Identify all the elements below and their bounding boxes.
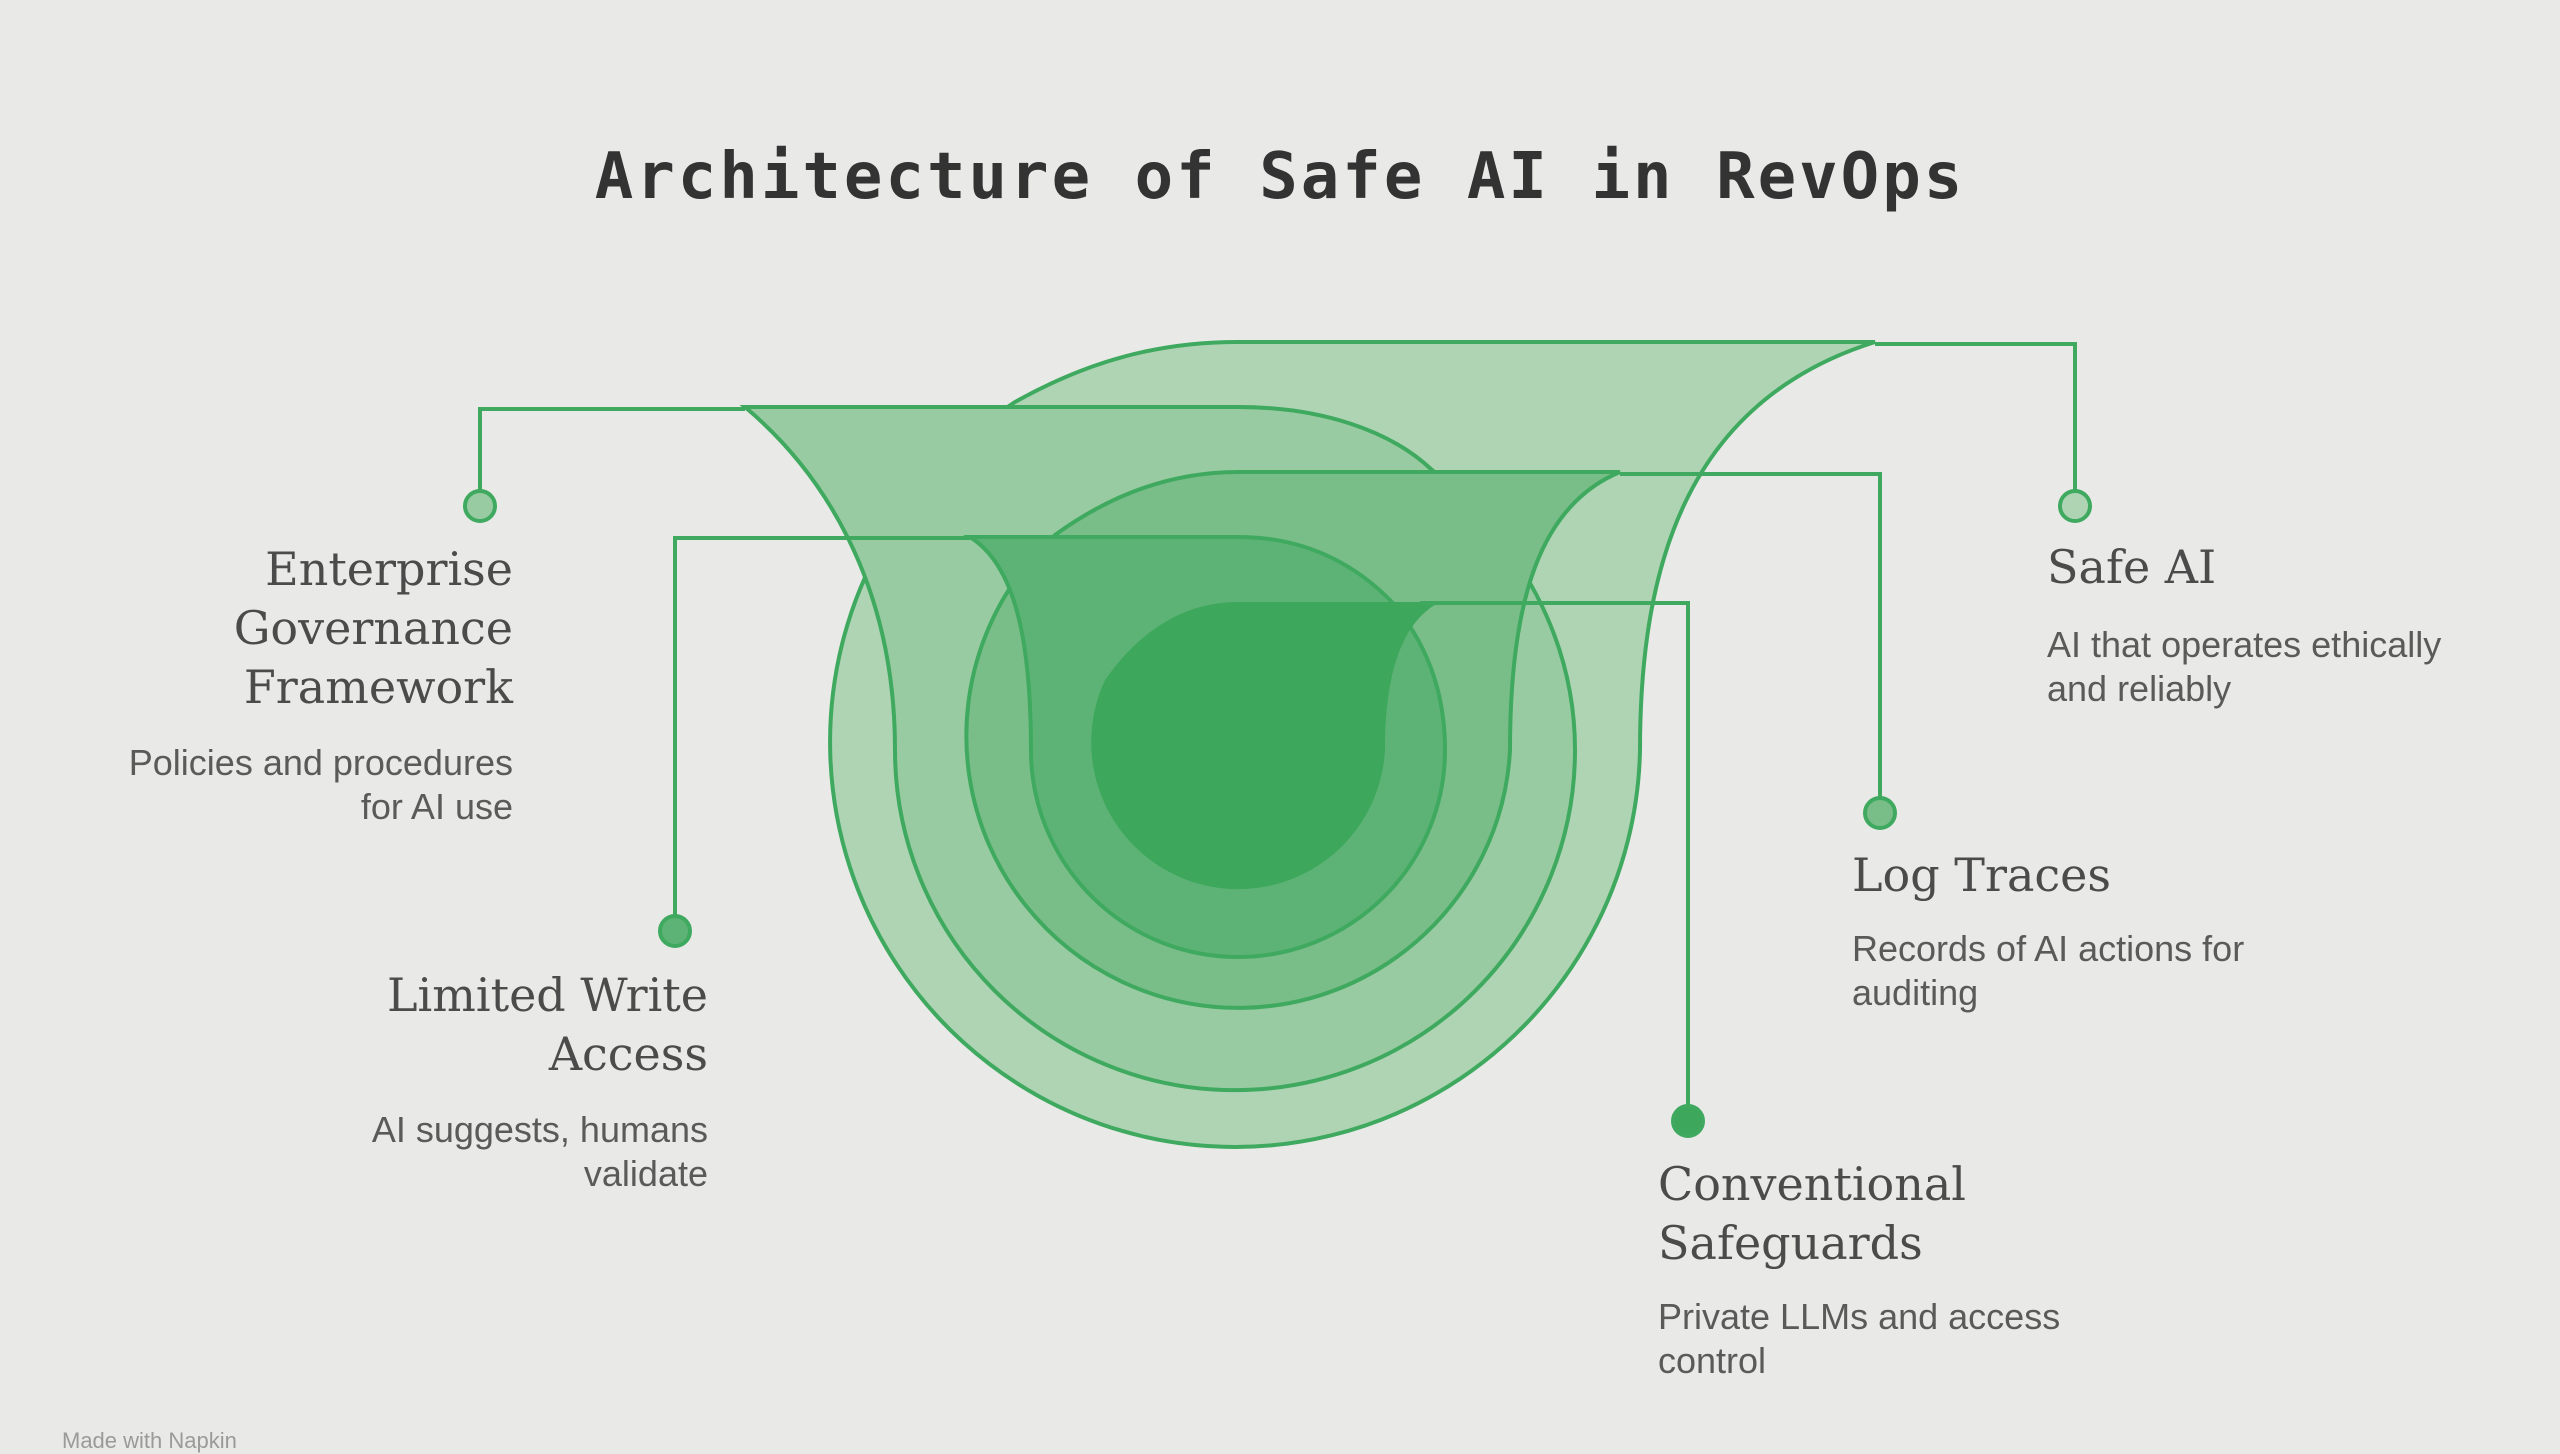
marker-dot-safe-ai xyxy=(2058,489,2092,523)
napkin-watermark: Made with Napkin xyxy=(62,1428,237,1453)
label-limited-write-access: Limited Write Access AI suggests, humans… xyxy=(300,966,708,1196)
label-enterprise-governance: Enterprise Governance Framework Policies… xyxy=(100,540,513,829)
diagram-title: Architecture of Safe AI in RevOps xyxy=(594,140,1966,214)
marker-dot-enterprise-governance xyxy=(463,489,497,523)
layer-description: Policies and procedures for AI use xyxy=(128,742,513,827)
label-conventional-safeguards: Conventional Safeguards Private LLMs and… xyxy=(1658,1155,2088,1383)
layer-description: AI suggests, humans validate xyxy=(371,1109,708,1194)
label-safe-ai: Safe AI AI that operates ethically and r… xyxy=(2047,538,2477,711)
leader-line-enterprise-governance xyxy=(478,407,745,500)
leader-line-log-traces xyxy=(1620,472,1882,805)
layer-title: Enterprise Governance Framework xyxy=(233,542,513,714)
layer-title: Safe AI xyxy=(2047,540,2217,594)
marker-dot-limited-write-access xyxy=(658,914,692,948)
layer-description: Private LLMs and access control xyxy=(1658,1296,2061,1381)
layer-description: AI that operates ethically and reliably xyxy=(2047,624,2442,709)
leader-line-safe-ai xyxy=(1875,342,2077,500)
layer-title: Limited Write Access xyxy=(387,968,708,1081)
marker-dot-conventional-safeguards xyxy=(1671,1104,1705,1138)
layer-title: Log Traces xyxy=(1852,848,2111,902)
layer-conventional-safeguards-core xyxy=(1091,602,1440,890)
layer-title: Conventional Safeguards xyxy=(1658,1157,1967,1270)
leader-line-conventional-safeguards xyxy=(1420,601,1690,1115)
label-log-traces: Log Traces Records of AI actions for aud… xyxy=(1852,846,2292,1015)
leader-line-limited-write-access xyxy=(673,536,970,925)
layer-description: Records of AI actions for auditing xyxy=(1852,928,2245,1013)
marker-dot-log-traces xyxy=(1863,796,1897,830)
